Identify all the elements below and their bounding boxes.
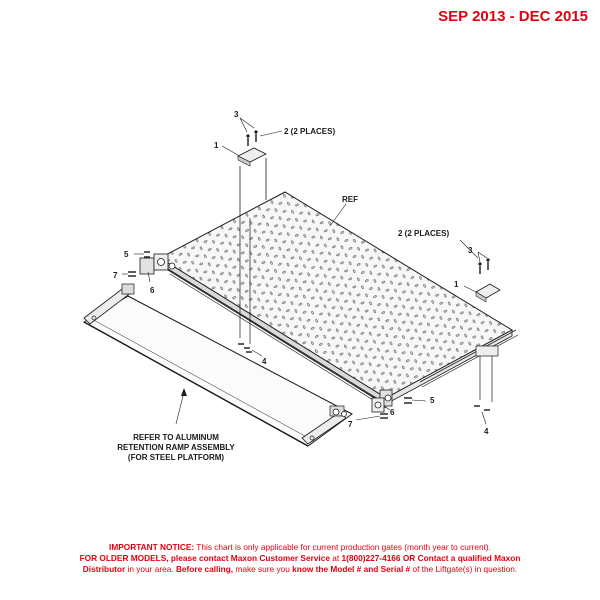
callout-ref: REF <box>342 195 358 204</box>
parts-diagram: 1 3 2 (2 PLACES) REF 2 (2 PLACES) 3 1 5 … <box>82 110 519 462</box>
date-range-header: SEP 2013 - DEC 2015 <box>438 8 588 25</box>
right-hinge-bracket <box>371 389 412 419</box>
callout-top-part3: 3 <box>234 110 239 119</box>
notice-before-calling: Before calling, <box>175 564 234 574</box>
retention-ramp <box>82 283 353 447</box>
callout-top-part1: 1 <box>214 141 219 150</box>
notice-older-models: FOR OLDER MODELS, please contact Maxon C… <box>79 553 330 563</box>
callout-top-part2: 2 (2 PLACES) <box>284 127 335 136</box>
callout-right-part3: 3 <box>468 246 473 255</box>
notice-line2: FOR OLDER MODELS, please contact Maxon C… <box>0 553 600 564</box>
notice-model-serial: know the Model # and Serial # <box>292 564 411 574</box>
callout-right-part2: 2 (2 PLACES) <box>398 229 449 238</box>
notice-area: in your area. <box>125 564 176 574</box>
callout-right-part7: 7 <box>348 420 353 429</box>
center-guide <box>238 212 263 357</box>
notice-label: IMPORTANT NOTICE: <box>109 542 195 552</box>
callout-left-part7: 7 <box>113 271 118 280</box>
ramp-note-line3: (FOR STEEL PLATFORM) <box>128 453 224 462</box>
callout-right-part6: 6 <box>390 408 395 417</box>
notice-make-sure: make sure you <box>233 564 293 574</box>
notice-line1: IMPORTANT NOTICE: This chart is only app… <box>0 542 600 553</box>
notice-at: at <box>329 553 342 563</box>
callout-right-part5: 5 <box>430 396 435 405</box>
ramp-note-line1: REFER TO ALUMINUM <box>133 433 219 442</box>
callout-center-part4: 4 <box>262 357 267 366</box>
notice-phone: 1(800)227-4166 OR Contact a qualified Ma… <box>341 553 521 563</box>
notice-text1: This chart is only applicable for curren… <box>194 542 491 552</box>
callout-left-part6: 6 <box>150 286 155 295</box>
right-hanger-bracket <box>459 239 501 425</box>
leader-lines <box>122 203 427 425</box>
callout-left-part5: 5 <box>124 250 129 259</box>
callout-right-part4: 4 <box>484 427 489 436</box>
important-notice: IMPORTANT NOTICE: This chart is only app… <box>0 542 600 575</box>
top-hanger-bracket <box>221 117 283 212</box>
notice-distributor: Distributor <box>82 564 126 574</box>
notice-line3: Distributor in your area. Before calling… <box>0 564 600 575</box>
notice-liftgate: of the Liftgate(s) in question. <box>410 564 518 574</box>
callout-right-part1: 1 <box>454 280 459 289</box>
left-hinge-bracket <box>128 251 176 277</box>
ramp-note-line2: RETENTION RAMP ASSEMBLY <box>117 443 235 452</box>
